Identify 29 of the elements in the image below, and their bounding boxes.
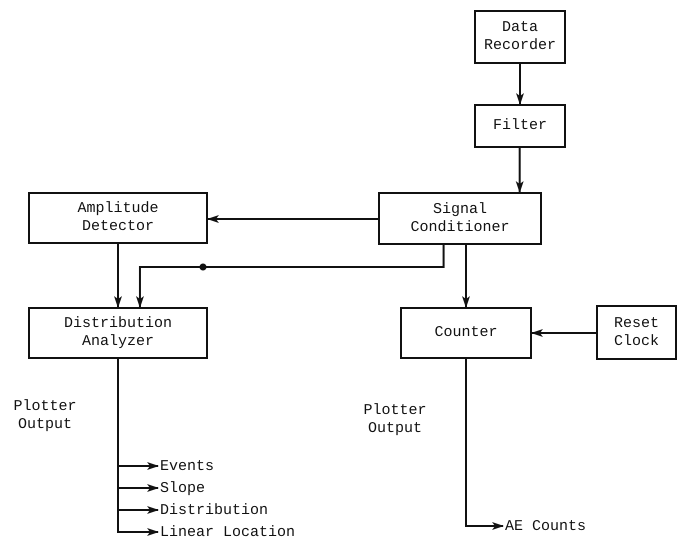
arrow bbox=[207, 215, 379, 224]
box-label: Counter bbox=[434, 324, 498, 342]
arrow bbox=[516, 64, 524, 105]
arrow bbox=[462, 244, 470, 308]
box-label: Signal Conditioner bbox=[409, 200, 511, 236]
output-label: Linear Location bbox=[160, 524, 310, 540]
process-box bbox=[596, 305, 677, 360]
process-box bbox=[378, 192, 542, 245]
process-box bbox=[400, 307, 532, 359]
output-label: Distribution bbox=[160, 502, 280, 518]
process-box bbox=[28, 192, 208, 244]
output-caption: Plotter Output bbox=[362, 402, 428, 438]
box-label: Filter bbox=[492, 117, 547, 135]
process-box bbox=[474, 10, 566, 64]
process-box bbox=[28, 307, 208, 359]
process-box bbox=[474, 104, 566, 148]
arrow bbox=[136, 245, 445, 308]
box-label: Data Recorder bbox=[482, 19, 557, 55]
arrow bbox=[516, 147, 524, 193]
box-label: Reset Clock bbox=[612, 314, 660, 350]
box-label: Distribution Analyzer bbox=[62, 315, 174, 351]
output-label: Slope bbox=[160, 480, 250, 496]
arrow bbox=[465, 359, 504, 530]
output-label: Events bbox=[160, 458, 250, 474]
arrow bbox=[114, 244, 122, 308]
box-label: Amplitude Detector bbox=[76, 200, 160, 236]
output-label: AE Counts bbox=[505, 518, 605, 534]
arrow bbox=[531, 329, 597, 337]
output-caption: Plotter Output bbox=[12, 398, 78, 434]
